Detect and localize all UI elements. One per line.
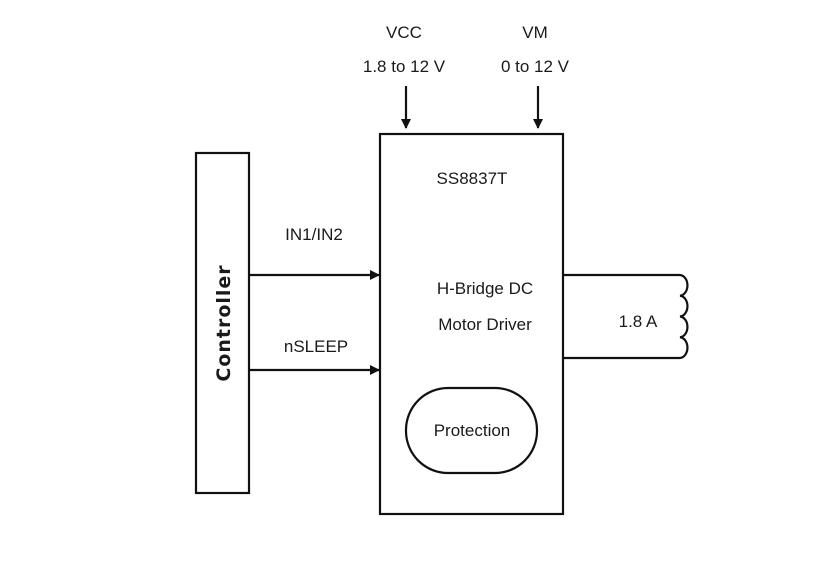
part-number: SS8837T	[437, 169, 508, 188]
signal-nsleep: nSLEEP	[249, 337, 380, 375]
in1-in2-label: IN1/IN2	[285, 225, 343, 244]
controller-box	[194, 151, 251, 495]
protection-label: Protection	[434, 421, 511, 440]
nsleep-label: nSLEEP	[284, 337, 348, 356]
signal-in1-in2: IN1/IN2	[249, 225, 380, 280]
controller-label: Controller	[213, 264, 235, 381]
driver-description-line2: Motor Driver	[438, 315, 532, 334]
vcc-range: 1.8 to 12 V	[363, 57, 446, 76]
protection-block	[404, 386, 539, 475]
driver-description-line1: H-Bridge DC	[437, 279, 533, 298]
vm-range: 0 to 12 V	[501, 57, 570, 76]
vm-label: VM	[522, 23, 548, 42]
vm-supply: VM 0 to 12 V	[501, 23, 570, 129]
motor-coil-icon	[679, 273, 689, 360]
motor-output: 1.8 A	[563, 273, 689, 360]
vcc-supply: VCC 1.8 to 12 V	[363, 23, 446, 129]
vcc-label: VCC	[386, 23, 422, 42]
driver-block: SS8837T H-Bridge DC Motor Driver Protect…	[378, 132, 565, 516]
driver-box	[378, 132, 565, 516]
controller-block: Controller	[194, 151, 251, 495]
motor-current-label: 1.8 A	[619, 312, 658, 331]
